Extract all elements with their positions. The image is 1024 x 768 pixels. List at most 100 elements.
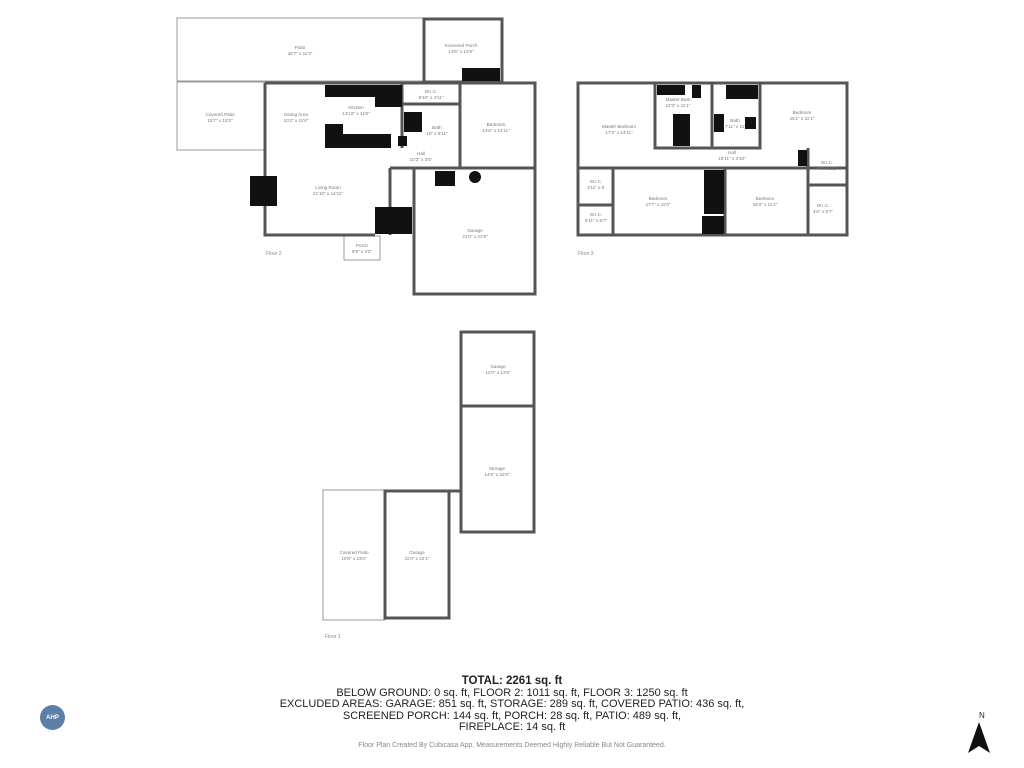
room-label: Dining Area bbox=[284, 112, 308, 117]
room-label: W.I.C. bbox=[817, 203, 830, 208]
water-heater bbox=[469, 171, 481, 183]
kitchen-appliance bbox=[325, 124, 343, 148]
total-area: TOTAL: 2261 sq. ft bbox=[461, 675, 563, 687]
room-label: Bath bbox=[730, 118, 740, 123]
room-label: Patio bbox=[295, 45, 306, 50]
floor-2-labels: Patio 42'7" x 11'3" Screened Porch 13'5"… bbox=[205, 43, 510, 257]
hall-closet bbox=[798, 150, 807, 166]
room-label: Bedroom bbox=[756, 196, 775, 201]
summary-line: BELOW GROUND: 0 sq. ft, FLOOR 2: 1011 sq… bbox=[336, 686, 688, 699]
room-label: Hall bbox=[417, 151, 425, 156]
floor-2-walls bbox=[263, 17, 537, 296]
room-label: W.I.C. bbox=[425, 89, 438, 94]
room-dims: 6'9" x 4'2" bbox=[352, 249, 372, 254]
floor-1-plan bbox=[322, 489, 386, 621]
room-dims: 11'0" x 22'1" bbox=[405, 556, 430, 561]
room-label: Living Room bbox=[315, 185, 341, 190]
fireplace bbox=[250, 176, 277, 206]
floor-3-walls bbox=[576, 81, 849, 237]
room-dims: 15'7" x 12'2" bbox=[207, 118, 233, 123]
room-dims: 14'6" x 22'0" bbox=[484, 472, 510, 477]
room-label: Master Bath bbox=[666, 97, 691, 102]
company-logo: AHP bbox=[40, 705, 65, 730]
garage-lower-walls bbox=[383, 489, 451, 620]
room-label: W.I.C. bbox=[590, 212, 603, 217]
covered-patio-outline bbox=[322, 489, 386, 621]
north-arrow-icon bbox=[968, 722, 990, 753]
bath-toilet bbox=[745, 117, 756, 129]
floor-1-labels: Garage 12'0" x 12'6" Storage 14'6" x 22'… bbox=[325, 364, 511, 640]
room-label: Kitchen bbox=[348, 105, 364, 110]
room-label: Bedroom bbox=[487, 122, 506, 127]
room-dims: 10'8" x 23'0" bbox=[341, 556, 367, 561]
stair-landing bbox=[702, 216, 724, 234]
room-label: Garage bbox=[490, 364, 506, 369]
bath-toilet bbox=[398, 136, 407, 146]
floor-2-fixtures bbox=[250, 68, 500, 234]
garage-fixture bbox=[435, 171, 455, 186]
room-label: Hall bbox=[728, 150, 736, 155]
room-dims: 15'1" x 11'1" bbox=[790, 116, 815, 121]
floor-3-labels: Master Bedroom 17'3" x 14'11" Master Bat… bbox=[578, 97, 837, 257]
room-dims: 4'6" x 8'7" bbox=[813, 209, 833, 214]
master-bath-toilet bbox=[692, 85, 701, 98]
room-dims: 10'2" x 11'6" bbox=[284, 118, 309, 123]
master-bath-vanity bbox=[657, 85, 685, 95]
room-label: Garage bbox=[409, 550, 425, 555]
stairs bbox=[375, 207, 412, 234]
room-dims: 42'7" x 11'3" bbox=[288, 51, 313, 56]
room-label: W.I.C. bbox=[821, 160, 834, 165]
room-label: Storage bbox=[489, 466, 506, 471]
room-label: Bedroom bbox=[793, 110, 812, 115]
porch-steps bbox=[462, 68, 500, 81]
room-label: Covered Patio bbox=[205, 112, 235, 117]
room-dims: 16'3" x 11'2" bbox=[753, 202, 778, 207]
garage-walls bbox=[412, 166, 537, 296]
disclaimer: Floor Plan Created By Cubicasa App. Meas… bbox=[358, 742, 666, 749]
room-dims: 5'10" x 4'11" bbox=[419, 95, 444, 100]
stairs bbox=[704, 170, 724, 214]
room-label: Garage bbox=[467, 228, 483, 233]
room-dims: 4'6" x 5'1" bbox=[817, 166, 837, 171]
storage-walls bbox=[459, 406, 536, 534]
room-dims: 21'10" x 14'11" bbox=[313, 191, 343, 196]
room-dims: 12'0" x 12'6" bbox=[485, 370, 511, 375]
kitchen-counter-bottom bbox=[343, 134, 391, 148]
room-dims: 3'11" x 5' bbox=[587, 185, 605, 190]
summary-line: FIREPLACE: 14 sq. ft bbox=[458, 721, 566, 733]
room-dims: 14'6" x 14'11" bbox=[482, 128, 510, 133]
room-dims: 5'11" x 5'7" bbox=[585, 218, 608, 223]
floor-label: Floor 1 bbox=[325, 634, 341, 640]
room-dims: 7'11" x 11' bbox=[725, 124, 745, 129]
garage-upper-walls bbox=[459, 330, 536, 408]
room-label: Covered Patio bbox=[339, 550, 369, 555]
bath-block-walls bbox=[653, 83, 762, 150]
master-shower bbox=[673, 114, 690, 146]
room-dims: 12'3" x 11'1" bbox=[666, 103, 691, 108]
bath-tub bbox=[726, 85, 758, 99]
bath-fixture bbox=[404, 112, 422, 132]
room-dims: 18'11" x 3'10" bbox=[718, 156, 746, 161]
summary-line: EXCLUDED AREAS: GARAGE: 851 sq. ft, STOR… bbox=[279, 698, 745, 710]
floor-label: Floor 2 bbox=[266, 251, 282, 257]
kitchen-counter-corner bbox=[375, 85, 402, 107]
room-dims: 13'5" x 10'9" bbox=[448, 49, 474, 54]
room-label: Porch bbox=[356, 243, 368, 248]
room-dims: 13'10" x 11'6" bbox=[342, 111, 370, 116]
north-label: N bbox=[979, 711, 985, 720]
room-label: Master Bedroom bbox=[602, 124, 636, 129]
floor-label: Floor 3 bbox=[578, 251, 594, 257]
upper-wall bbox=[265, 81, 537, 168]
room-label: Bedroom bbox=[649, 196, 668, 201]
room-dims: 17'7" x 11'0" bbox=[646, 202, 671, 207]
area-summary: TOTAL: 2261 sq. ft BELOW GROUND: 0 sq. f… bbox=[0, 675, 1024, 734]
room-label: W.I.C. bbox=[590, 179, 603, 184]
room-label: Bath bbox=[432, 125, 442, 130]
left-wall bbox=[263, 83, 375, 237]
kitchen-counter-top bbox=[325, 85, 375, 97]
porch-outline bbox=[343, 235, 381, 261]
summary-line: SCREENED PORCH: 144 sq. ft, PORCH: 28 sq… bbox=[342, 709, 682, 722]
room-dims: 10" x 5'11" bbox=[426, 131, 448, 136]
room-dims: 21'0" x 21'9" bbox=[462, 234, 488, 239]
